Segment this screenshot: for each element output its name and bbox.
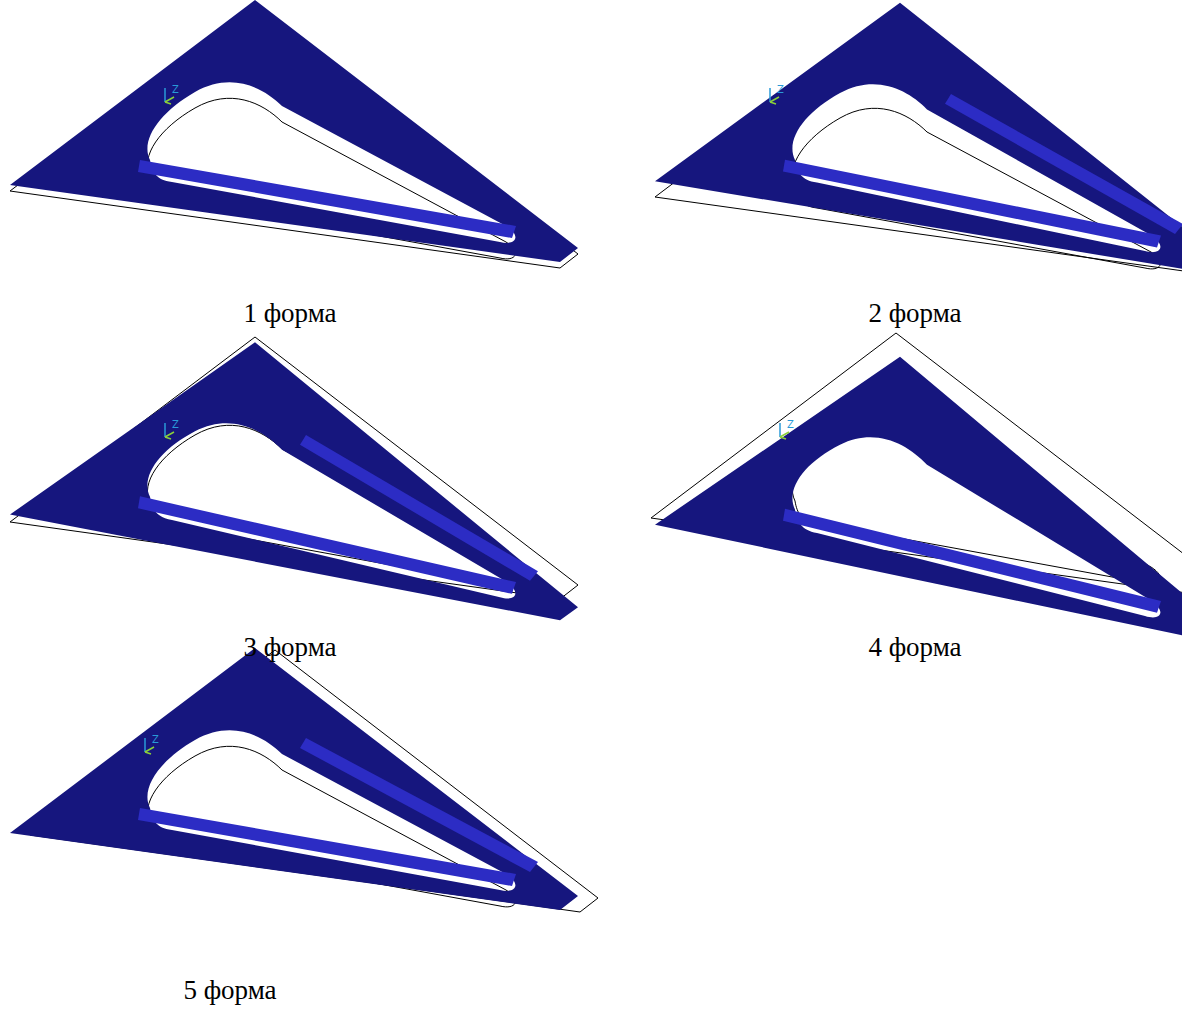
axis-label: Z bbox=[172, 419, 179, 430]
axis-label: Z bbox=[787, 419, 794, 430]
mode-caption: 4 форма bbox=[868, 632, 961, 663]
mode-caption: 3 форма bbox=[243, 632, 336, 663]
axis-label: Z bbox=[172, 84, 179, 95]
mode-caption: 5 форма bbox=[183, 975, 276, 1006]
mode-caption: 1 форма bbox=[243, 298, 336, 329]
mode-caption: 2 форма bbox=[868, 298, 961, 329]
axis-label: Z bbox=[152, 734, 159, 745]
axis-label: Z bbox=[777, 84, 784, 95]
